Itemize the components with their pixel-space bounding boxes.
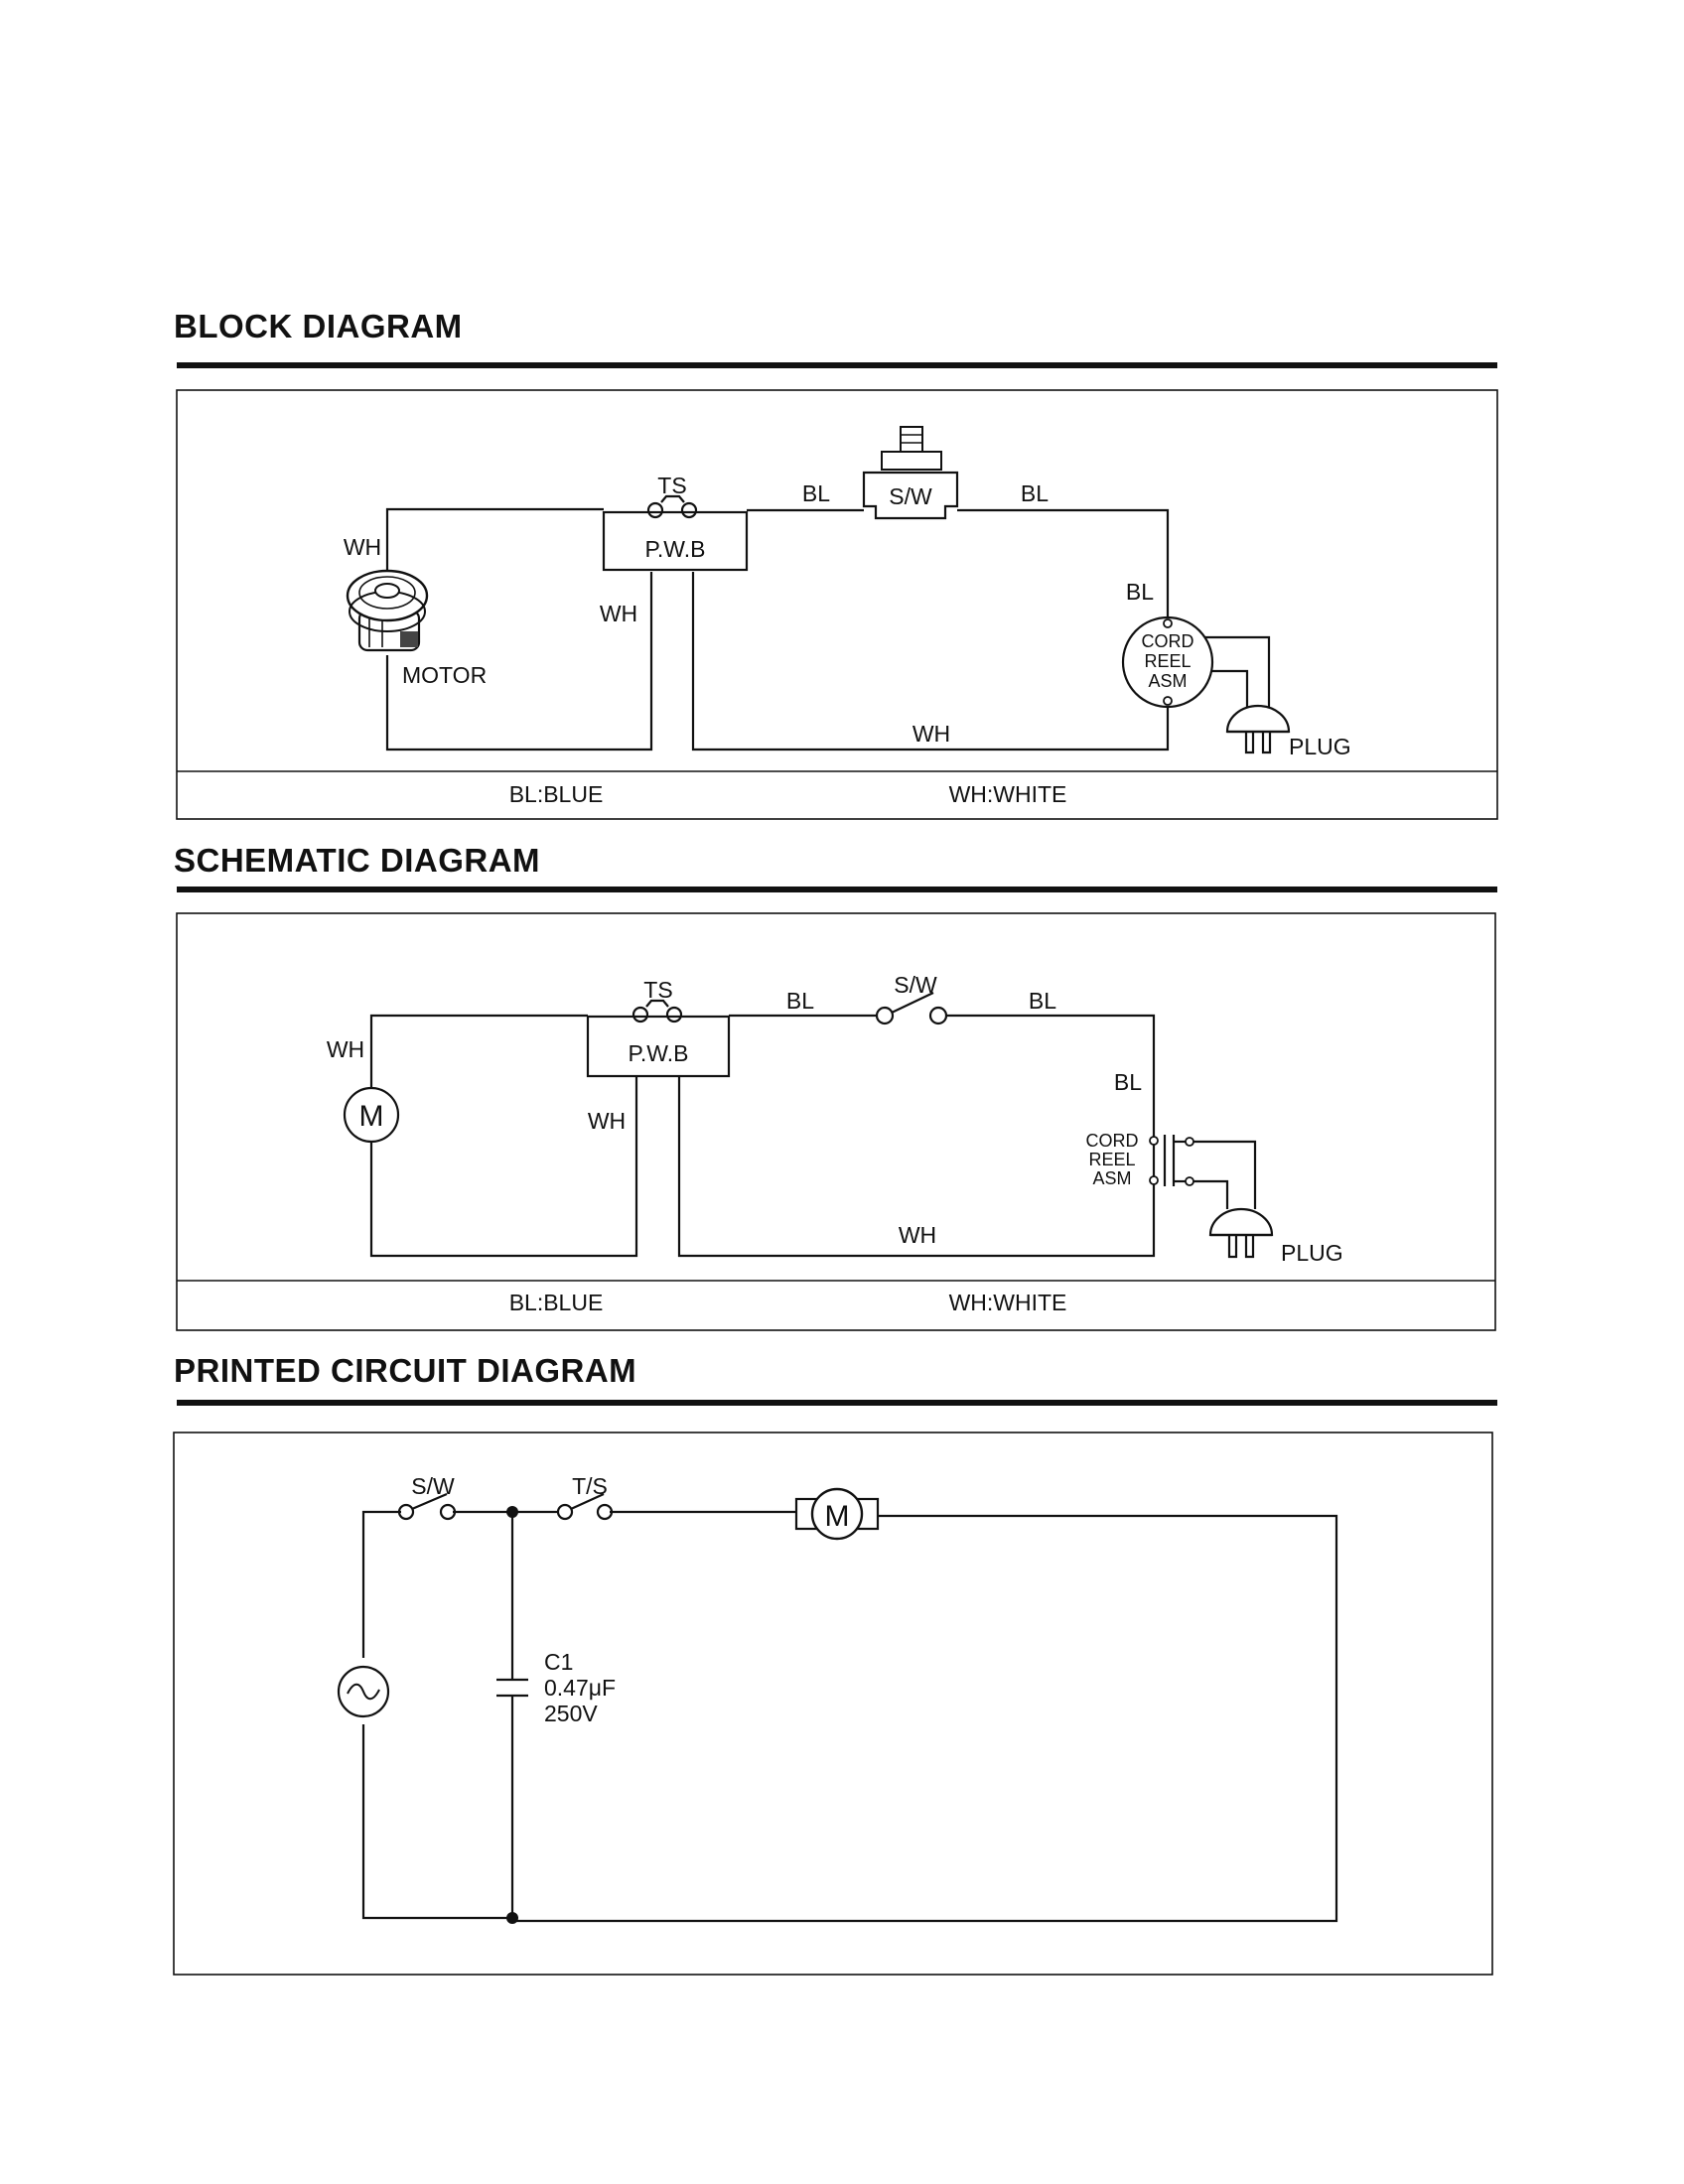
ac-source-symbol [337, 1665, 390, 1718]
cord-label-3: ASM [1148, 671, 1187, 691]
sw-label: S/W [411, 1473, 455, 1499]
c1-value: 0.47μF [544, 1675, 616, 1701]
schematic-wires [369, 1014, 1257, 1258]
plug-icon [1225, 704, 1291, 754]
block-wires [385, 507, 1271, 751]
bl-left-label: BL [802, 480, 830, 506]
cord-label-3: ASM [1092, 1168, 1131, 1188]
ts-label: TS [643, 977, 672, 1003]
schematic-diagram-title: SCHEMATIC DIAGRAM [174, 842, 541, 879]
legend-bl: BL:BLUE [509, 1290, 604, 1315]
ts-label: TS [657, 473, 686, 498]
cord-label-2: REEL [1144, 651, 1191, 671]
wh-motor-label: WH [344, 534, 381, 560]
pwb-box [586, 1015, 731, 1078]
cord-reel-contacts [1149, 1135, 1194, 1186]
motor-icon [346, 569, 429, 652]
sw-switch-body [862, 426, 959, 520]
capacitor-c1 [496, 1678, 528, 1698]
bl-right-label: BL [1021, 480, 1049, 506]
ts-switch [646, 494, 698, 519]
pwb-box [602, 510, 749, 572]
schematic-frame [176, 912, 1496, 1331]
junction-dot-bottom [506, 1912, 518, 1924]
plug-label: PLUG [1289, 734, 1351, 759]
ts-switch [632, 999, 683, 1024]
c1-name: C1 [544, 1649, 573, 1675]
pwb-label: P.W.B [645, 536, 706, 562]
pcb-frame [173, 1432, 1493, 1976]
sw-switch [397, 1492, 457, 1521]
legend-bl: BL:BLUE [509, 781, 604, 807]
bl-vertical-label: BL [1114, 1069, 1142, 1095]
motor-symbol [343, 1086, 400, 1144]
wh-bottom-label: WH [899, 1222, 936, 1248]
motor-symbol-label: M [825, 1500, 850, 1533]
bl-vertical-label: BL [1126, 579, 1154, 605]
schematic-title-rule [177, 887, 1497, 892]
plug-icon [1208, 1207, 1274, 1259]
wh-motor-label: WH [327, 1036, 364, 1062]
wh-mid-label: WH [600, 601, 637, 626]
block-title-rule [177, 362, 1497, 368]
legend-wh: WH:WHITE [949, 781, 1067, 807]
sw-switch [875, 992, 948, 1025]
c1-voltage: 250V [544, 1701, 598, 1726]
ts-label: T/S [572, 1473, 608, 1499]
sw-label: S/W [889, 483, 932, 509]
cord-reel-circle [1121, 615, 1214, 709]
legend-wh: WH:WHITE [949, 1290, 1067, 1315]
cord-label-1: CORD [1086, 1131, 1139, 1151]
wh-mid-label: WH [588, 1108, 626, 1134]
pcb-title-rule [177, 1400, 1497, 1406]
pcb-diagram-title: PRINTED CIRCUIT DIAGRAM [174, 1352, 637, 1389]
pcb-wires [361, 1510, 1338, 1923]
block-frame [176, 389, 1498, 820]
bl-left-label: BL [786, 988, 814, 1014]
cord-label-2: REEL [1088, 1150, 1135, 1169]
wh-bottom-label: WH [912, 721, 950, 747]
pwb-label: P.W.B [629, 1040, 689, 1066]
dc-motor-symbol [794, 1487, 880, 1541]
motor-label: MOTOR [402, 662, 487, 688]
sw-label: S/W [894, 972, 937, 998]
pcb-diagram: S/W T/S M C1 0.47μF 250V [173, 1432, 1493, 1976]
plug-label: PLUG [1281, 1240, 1343, 1266]
cord-label-1: CORD [1142, 631, 1194, 651]
schematic-diagram: P.W.B TS S/W BL BL BL M WH WH WH [176, 912, 1496, 1331]
junction-dot-top [506, 1506, 518, 1518]
block-diagram: P.W.B TS S/W BL BL BL [176, 389, 1498, 820]
block-diagram-title: BLOCK DIAGRAM [174, 308, 463, 344]
bl-right-label: BL [1029, 988, 1056, 1014]
motor-symbol-label: M [359, 1100, 384, 1133]
ts-switch [556, 1492, 614, 1521]
